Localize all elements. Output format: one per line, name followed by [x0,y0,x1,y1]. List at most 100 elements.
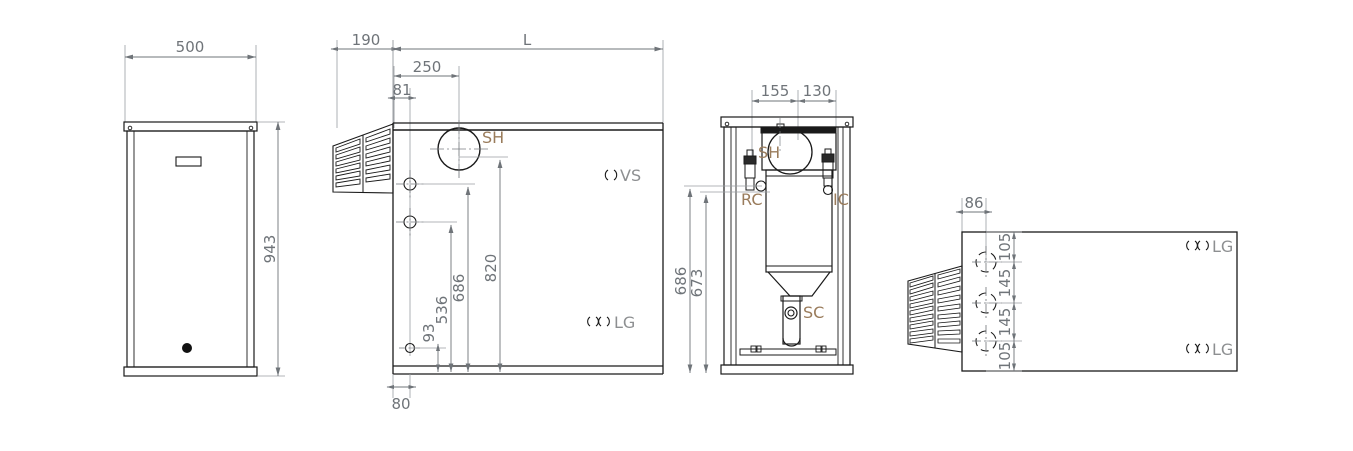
dimension-value-93: 93 [420,323,438,342]
lg-symbol-arc-4-icon [1205,240,1209,251]
louvre-slat [937,285,961,296]
louvre-slat [937,276,961,288]
ic-body-upper [821,153,835,163]
dimension-value-86: 86 [964,194,983,212]
frame-plinth [720,364,854,375]
louvre-slat [909,275,934,288]
louvre-slat [365,155,391,167]
louvre-slat [335,162,361,174]
vs-symbol-left-arc-icon [604,169,609,181]
louvre-slat [335,170,361,181]
dimension-105-bottom-group: 105 [986,340,1022,372]
louvre-slat [365,146,391,159]
louvre-slat [365,128,391,143]
screw-top-left-icon [127,125,133,131]
dimension-value-500: 500 [176,38,205,56]
sc-valve-inner-icon [787,309,795,317]
lg-symbol-arc-1-icon [587,316,591,327]
view-2-side-elevation: 190 L 250 81 [330,31,664,413]
louvre-slat [937,294,961,304]
louvre-slat [335,138,361,153]
dimension-820-group: 820 [459,156,508,372]
label-lg-bottom: LG [1212,340,1233,359]
rail-bracket-right [815,345,822,353]
louvre-slat [909,335,934,344]
cabinet-outline [123,121,258,377]
dimension-value-155: 155 [761,82,790,100]
drain-flange [780,295,803,302]
lg-symbol-arc-3-icon [1197,343,1201,354]
louvre-slat [937,329,961,336]
louvre-slat [937,338,961,344]
louvre-slat [335,154,361,167]
screw-top-right-icon [844,121,850,127]
louvre-slat [937,268,961,280]
dimension-673-view3-group: 673 [688,191,770,373]
dimension-value-943: 943 [261,235,279,264]
cabinet-plinth [123,366,258,377]
dimension-686-group: 686 [410,183,475,372]
dimension-value-190: 190 [352,31,381,49]
view-1-front-elevation: 500 943 [123,38,285,377]
lg-plan-top-label-group: LG [1186,237,1233,256]
dimension-value-105-top: 105 [996,233,1014,262]
dimension-value-686: 686 [450,274,468,303]
dimension-145-upper-group: 145 [986,261,1022,304]
front-cabinet-frame [720,116,854,375]
dimension-536-group: 536 [410,221,457,372]
sh-flue-opening: SH [430,120,504,178]
lg-symbol-arc-4-icon [1205,343,1209,354]
label-ic: IC [833,190,849,209]
label-lg: LG [614,313,635,332]
lg-symbol-arc-3-icon [598,316,602,327]
dimension-86-group: 86 [955,194,992,262]
rail-bracket-left [750,345,757,353]
view-4-plan-view: 86 [907,194,1238,372]
label-vs: VS [620,166,641,185]
dimension-value-673: 673 [688,269,706,298]
label-sh-view3: SH [758,143,780,162]
louvre-slat [909,328,934,337]
louvre-slat [909,298,934,309]
louvre-slat [909,282,934,295]
louvre-slat [909,313,934,323]
lg-symbol-arc-3-icon [1197,240,1201,251]
flue-collar [776,123,785,130]
dimension-value-536: 536 [433,296,451,325]
dimension-L-group: L [392,31,664,125]
vs-symbol-right-arc-icon [613,169,618,181]
sc-valve-outer-icon [784,306,798,320]
dimension-value-145-lower: 145 [996,308,1014,337]
view-3-front-section: 155 130 [672,82,854,375]
ic-outlet-icon [822,184,834,196]
louvre-slat [909,305,934,316]
ic-valve-assembly: IC [821,148,849,209]
label-lg-top: LG [1212,237,1233,256]
louvre-frame [907,265,963,353]
display-window [175,156,202,167]
rc-stem [745,177,755,191]
burner-hood [760,127,837,134]
lg-symbol-arc-1-icon [1186,343,1190,354]
louvre-slat [937,303,961,312]
louvre-slat [365,164,391,175]
dimension-105-top-group: 105 [986,231,1022,263]
louvre-slat [909,320,934,330]
dimension-145-lower-group: 145 [986,302,1022,342]
screw-top-right-icon [248,125,254,131]
label-sh: SH [482,128,504,147]
dimension-value-145-upper: 145 [996,269,1014,298]
dimension-value-L: L [523,31,532,49]
indicator-dot-icon [182,343,192,353]
louvre-grille-plan [907,265,963,353]
louvre-slat [335,146,361,160]
louvre-slat [365,137,391,151]
louvre-slat [335,178,361,188]
rail-bracket-right-2 [821,345,827,353]
dimension-value-130: 130 [803,82,832,100]
rc-body-upper [743,155,757,165]
lg-plan-bottom-label-group: LG [1186,340,1233,359]
